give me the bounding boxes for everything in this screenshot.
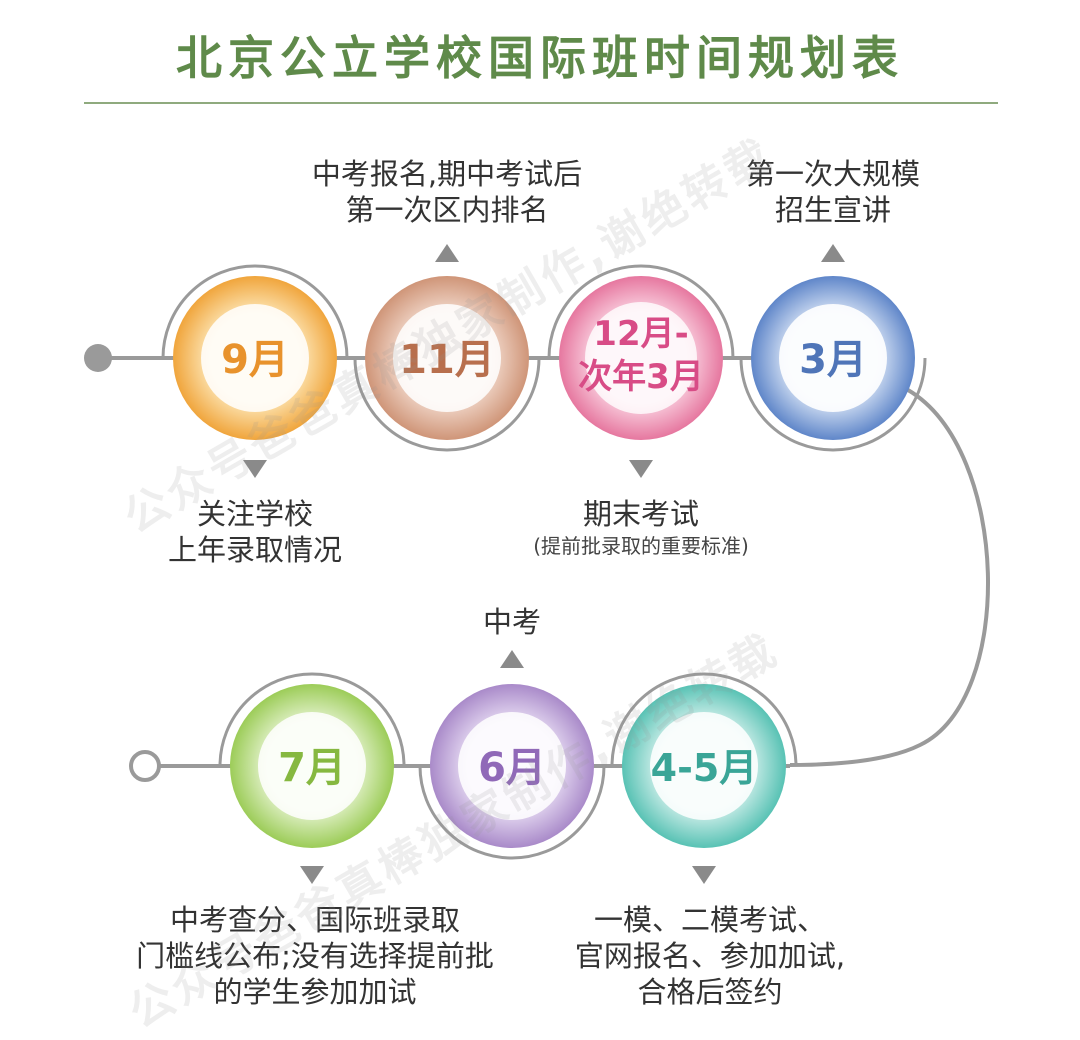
connector-curve bbox=[789, 388, 990, 767]
milestone-jun-month: 6月 bbox=[478, 745, 546, 791]
arrow-down-dec bbox=[629, 460, 653, 478]
milestone-mar-month: 3月 bbox=[799, 337, 867, 383]
milestone-dec-month-line1: 12月- bbox=[593, 314, 688, 354]
label-jun: 中考 bbox=[462, 604, 562, 640]
label-dec: 期末考试 (提前批录取的重要标准) bbox=[500, 496, 782, 560]
arc-apr bbox=[610, 672, 798, 767]
label-mar: 第一次大规模 招生宣讲 bbox=[718, 156, 948, 228]
label-dec-note: (提前批录取的重要标准) bbox=[533, 534, 749, 558]
label-nov: 中考报名,期中考试后 第一次区内排名 bbox=[282, 156, 612, 228]
arrow-down-apr bbox=[692, 866, 716, 884]
label-mar-line1: 第一次大规模 bbox=[745, 157, 920, 191]
arc-jun bbox=[418, 765, 606, 860]
arc-dec bbox=[547, 264, 735, 359]
arc-mar bbox=[739, 357, 927, 452]
label-apr: 一模、二模考试、 官网报名、参加加试, 合格后签约 bbox=[560, 902, 860, 1010]
milestone-nov-month: 11月 bbox=[399, 337, 495, 383]
label-jul: 中考查分、国际班录取 门槛线公布;没有选择提前批 的学生参加加试 bbox=[110, 902, 520, 1010]
milestone-jul: 7月 bbox=[230, 684, 394, 848]
milestone-dec-month-line2: 次年3月 bbox=[578, 357, 704, 397]
arrow-up-mar bbox=[821, 244, 845, 262]
arrow-up-jun bbox=[500, 650, 524, 668]
arrow-up-nov bbox=[435, 244, 459, 262]
arc-jul bbox=[218, 672, 406, 767]
label-sep-line2: 上年录取情况 bbox=[167, 533, 342, 567]
milestone-jun: 6月 bbox=[430, 684, 594, 848]
arc-nov bbox=[353, 357, 541, 452]
arrow-down-sep bbox=[243, 460, 267, 478]
label-apr-line3: 合格后签约 bbox=[637, 975, 783, 1009]
label-sep: 关注学校 上年录取情况 bbox=[130, 496, 380, 568]
start-dot bbox=[84, 344, 112, 372]
milestone-sep-month: 9月 bbox=[221, 337, 289, 383]
milestone-jul-month: 7月 bbox=[278, 745, 346, 791]
label-apr-line2: 官网报名、参加加试, bbox=[574, 939, 846, 973]
end-dot bbox=[129, 750, 161, 782]
page-title: 北京公立学校国际班时间规划表 bbox=[176, 31, 904, 85]
milestone-apr-may: 4-5月 bbox=[622, 684, 786, 848]
label-nov-line1: 中考报名,期中考试后 bbox=[311, 157, 583, 191]
milestone-sep: 9月 bbox=[173, 276, 337, 440]
label-mar-line2: 招生宣讲 bbox=[774, 193, 891, 227]
milestone-apr-month: 4-5月 bbox=[651, 746, 758, 790]
label-jul-line3: 的学生参加加试 bbox=[213, 975, 417, 1009]
arrow-down-jul bbox=[300, 866, 324, 884]
label-jul-line1: 中考查分、国际班录取 bbox=[169, 903, 460, 937]
milestone-dec-mar: 12月- 次年3月 bbox=[559, 276, 723, 440]
label-nov-line2: 第一次区内排名 bbox=[345, 193, 549, 227]
milestone-nov: 11月 bbox=[365, 276, 529, 440]
milestone-mar: 3月 bbox=[751, 276, 915, 440]
label-apr-line1: 一模、二模考试、 bbox=[593, 903, 826, 937]
arc-sep bbox=[161, 264, 349, 359]
label-jul-line2: 门槛线公布;没有选择提前批 bbox=[136, 939, 494, 973]
title-divider bbox=[84, 102, 998, 104]
label-sep-line1: 关注学校 bbox=[196, 497, 313, 531]
label-jun-line1: 中考 bbox=[482, 605, 541, 639]
label-dec-line1: 期末考试 bbox=[582, 497, 699, 531]
